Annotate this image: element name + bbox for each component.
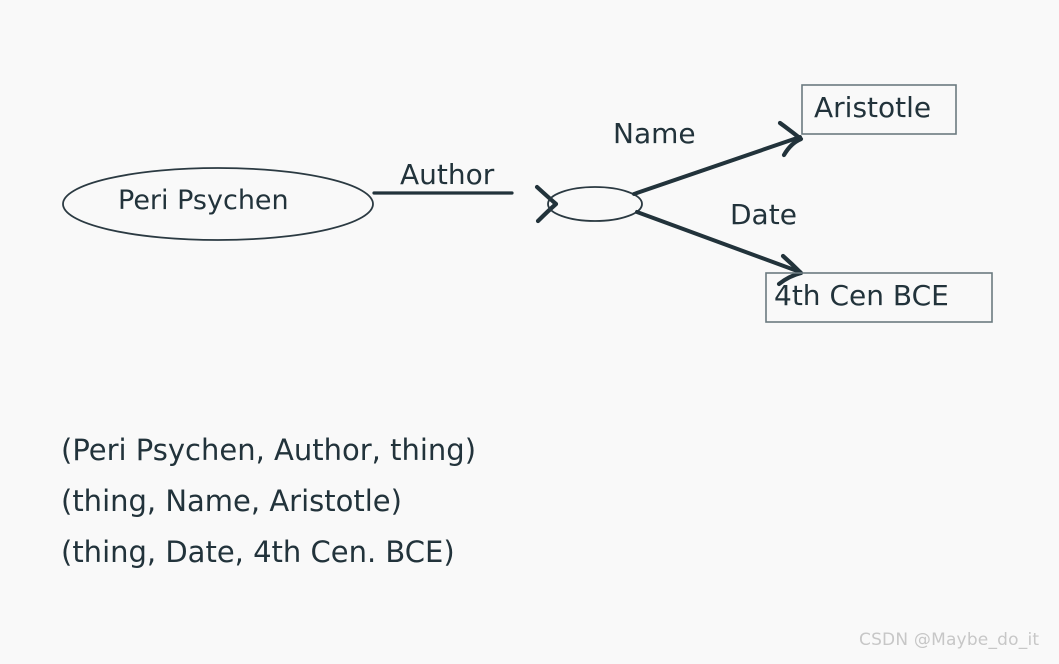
object-aristotle-label: Aristotle: [814, 91, 932, 124]
edge-name-arrowhead: [777, 120, 804, 158]
edge-author-arrowhead: [534, 184, 559, 224]
object-aristotle-box: [801, 84, 957, 135]
triple-line: (Peri Psychen, Author, thing): [61, 433, 477, 467]
edge-label-date: Date: [730, 198, 797, 231]
edge-date-line: [635, 210, 802, 274]
edge-name-line: [632, 135, 802, 196]
watermark: CSDN @Maybe_do_it: [859, 630, 1040, 650]
subject-ellipse-label: Peri Psychen: [118, 185, 289, 216]
edge-label-name: Name: [613, 117, 696, 150]
triples-list: (Peri Psychen, Author, thing) (thing, Na…: [61, 425, 476, 578]
object-date-label: 4th Cen BCE: [774, 279, 949, 312]
subject-ellipse: [62, 167, 374, 241]
edge-label-author: Author: [400, 158, 495, 191]
triple-line: (thing, Name, Aristotle): [61, 484, 402, 518]
triple-line: (thing, Date, 4th Cen. BCE): [61, 535, 455, 569]
object-date-box: [765, 272, 993, 323]
blank-node-ellipse: [547, 186, 643, 222]
